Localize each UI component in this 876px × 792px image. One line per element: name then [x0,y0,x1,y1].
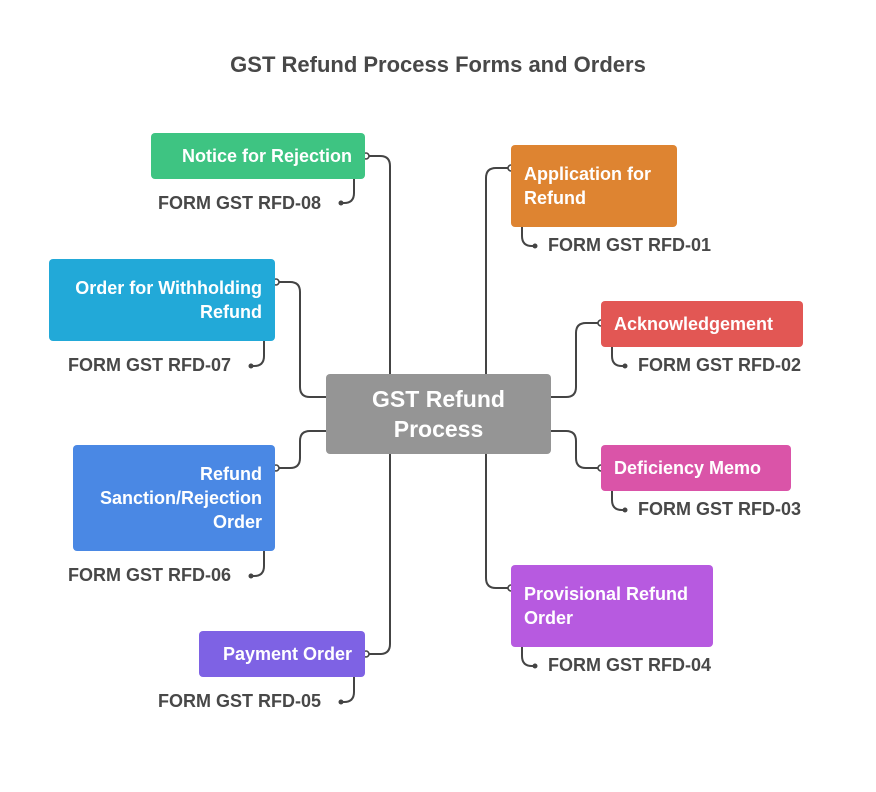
form-label-rfd-04: FORM GST RFD-04 [548,655,712,675]
connector-notice-for-rejection [366,155,391,374]
form-label-rfd-08: FORM GST RFD-08 [158,193,322,213]
node-provisional-refund-order[interactable]: Provisional Refund Order [511,565,713,647]
leader-rfd-04 [521,647,535,667]
node-deficiency-memo[interactable]: Deficiency Memo [601,445,791,491]
connector-order-withholding [276,281,326,398]
form-label-rfd-06: FORM GST RFD-06 [68,565,232,585]
node-label: Deficiency Memo [614,458,762,478]
node-label: Refund Sanction/Rejection Order [99,464,262,532]
form-label-rfd-02: FORM GST RFD-02 [638,355,802,375]
node-label: Notice for Rejection [181,146,352,166]
node-application-for-refund[interactable]: Application for Refund [511,145,677,227]
leader-rfd-02 [611,347,625,367]
connector-provisional-refund [485,454,511,589]
connector-deficiency-memo [551,430,601,469]
node-refund-sanction-rejection-order[interactable]: Refund Sanction/Rejection Order [73,445,275,551]
node-order-for-withholding-refund[interactable]: Order for Withholding Refund [49,259,275,341]
connector-acknowledgement [551,322,601,398]
leader-rfd-07 [251,341,265,367]
form-label-rfd-03: FORM GST RFD-03 [638,499,802,519]
connector-application [485,167,511,374]
center-node[interactable]: GST Refund Process [326,374,551,454]
center-node-label: GST Refund Process [372,386,505,442]
connector-payment-order [366,454,391,655]
node-label: Order for Withholding Refund [75,278,262,322]
node-notice-for-rejection[interactable]: Notice for Rejection [151,133,365,179]
leader-rfd-05 [341,677,355,703]
node-label: Acknowledgement [614,314,774,334]
node-payment-order[interactable]: Payment Order [199,631,365,677]
form-label-rfd-05: FORM GST RFD-05 [158,691,322,711]
node-acknowledgement[interactable]: Acknowledgement [601,301,803,347]
leader-rfd-08 [341,179,355,204]
form-label-rfd-01: FORM GST RFD-01 [548,235,712,255]
node-label: Payment Order [222,644,352,664]
node-label: Provisional Refund Order [524,584,689,628]
connector-refund-sanction [276,430,326,469]
diagram-title: GST Refund Process Forms and Orders [230,52,646,77]
node-label: Application for Refund [524,164,651,208]
leader-rfd-03 [611,491,625,511]
leader-rfd-06 [251,551,265,577]
form-label-rfd-07: FORM GST RFD-07 [68,355,232,375]
leader-rfd-01 [521,227,535,247]
